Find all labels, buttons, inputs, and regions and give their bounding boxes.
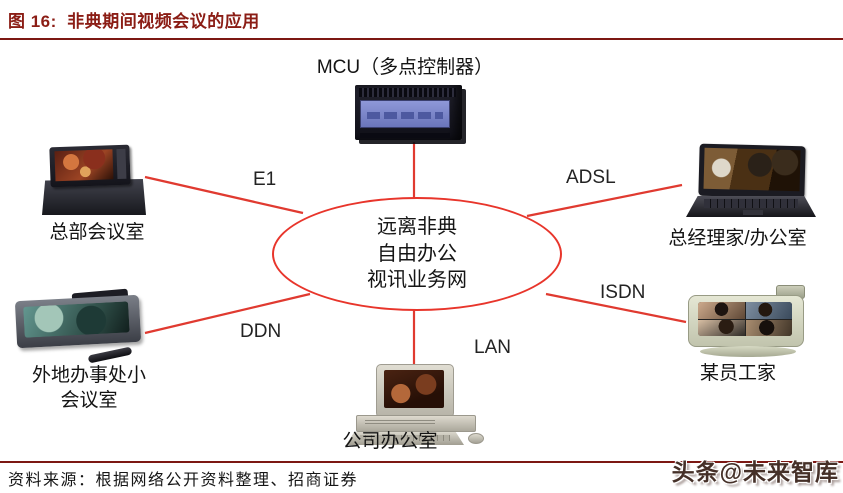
branch-label-line2: 会议室 xyxy=(60,389,118,411)
link-label-isdn: ISDN xyxy=(600,282,646,303)
hq-tv-speaker-panel xyxy=(116,148,127,180)
mcu-bottom-strip xyxy=(360,133,450,138)
figure-title: 图 16: 非典期间视频会议的应用 xyxy=(8,12,260,31)
office-pc-illustration xyxy=(346,364,484,452)
pc-case xyxy=(356,415,476,432)
hq-node-label: 总部会议室 xyxy=(49,222,145,243)
link-label-e1: E1 xyxy=(253,169,277,190)
link-label-ddn: DDN xyxy=(240,321,282,342)
pc-case-vents xyxy=(365,420,435,426)
mcu-device-illustration xyxy=(355,85,462,140)
branch-tv-body xyxy=(14,294,142,349)
link-label-lan: LAN xyxy=(474,337,511,358)
mcu-panel-lines xyxy=(367,112,443,119)
branch-label-line1: 外地办事处小 xyxy=(31,365,146,386)
laptop-keys xyxy=(704,199,798,208)
video-tile xyxy=(745,319,792,336)
e1-link-line xyxy=(144,175,304,215)
isdn-link-line xyxy=(545,292,687,324)
manager-laptop-illustration xyxy=(686,143,816,221)
branch-node-label: 外地办事处小 会议室 xyxy=(9,364,169,413)
adsl-link-line xyxy=(526,183,683,218)
ddn-link-line xyxy=(144,292,311,335)
hub-text-line1: 远离非典 xyxy=(377,216,457,239)
video-tile xyxy=(698,302,745,319)
pc-mouse xyxy=(468,433,484,444)
hub-text-line3: 视讯业务网 xyxy=(367,269,467,292)
employee-monitor-illustration xyxy=(684,285,816,357)
video-tile xyxy=(698,319,745,336)
pc-key-row xyxy=(360,435,450,441)
employee-monitor-screen xyxy=(698,302,792,336)
branch-tv-screen xyxy=(23,301,130,338)
laptop-touchpad xyxy=(743,210,763,215)
pc-keyboard xyxy=(346,432,464,445)
mcu-node-label: MCU（多点控制器） xyxy=(316,57,494,78)
hq-tv-illustration xyxy=(40,144,148,216)
watermark-toutiao-future-think-tank: 头条@未来智库 xyxy=(671,459,839,485)
mcu-vent-strip xyxy=(359,88,456,97)
laptop-screen xyxy=(703,147,801,192)
source-note: 资料来源：根据网络公开资料整理、招商证券 xyxy=(8,472,359,489)
employee-node-label: 某员工家 xyxy=(699,363,776,384)
office-node-label: 公司办公室 xyxy=(342,431,438,452)
pc-monitor xyxy=(376,364,454,418)
video-tile xyxy=(745,302,792,319)
link-label-adsl: ADSL xyxy=(566,167,616,188)
mcu-blue-panel xyxy=(360,100,450,128)
central-network-ellipse: 远离非典 自由办公 视讯业务网 xyxy=(272,197,562,311)
hub-text-line2: 自由办公 xyxy=(377,242,457,265)
branch-tv-illustration xyxy=(14,288,148,367)
pc-monitor-screen xyxy=(384,370,444,408)
hq-tv-screen xyxy=(54,149,114,182)
remote-control xyxy=(87,346,133,364)
employee-monitor-body xyxy=(688,295,804,347)
hq-tv-set xyxy=(49,144,131,188)
footer-divider-line xyxy=(0,461,843,463)
manager-node-label: 总经理家/办公室 xyxy=(668,228,807,249)
laptop-keyboard xyxy=(686,196,816,217)
title-divider-line xyxy=(0,38,843,40)
employee-monitor-base xyxy=(700,346,796,357)
laptop-lid xyxy=(698,143,806,199)
